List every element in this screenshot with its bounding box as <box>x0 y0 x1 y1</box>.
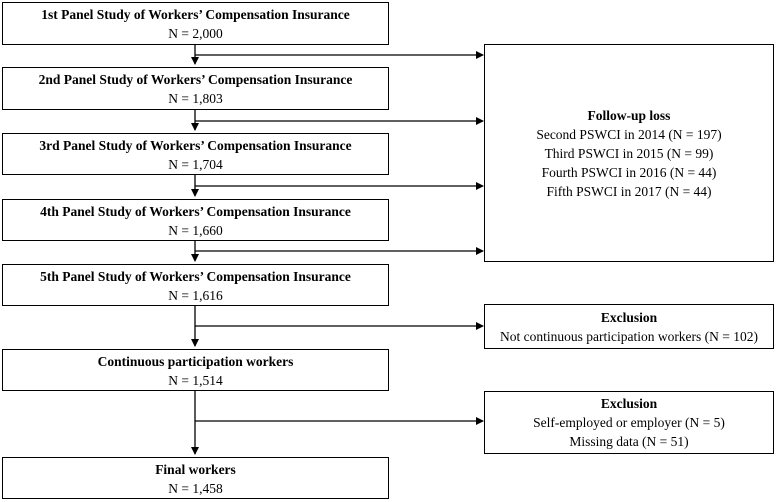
exclusion-box-2: Exclusion Self-employed or employer (N =… <box>484 391 774 454</box>
panel-box-4-title: 4th Panel Study of Workers’ Compensation… <box>40 204 351 219</box>
panel-box-1: 1st Panel Study of Workers’ Compensation… <box>2 2 389 45</box>
panel-box-2-n: N = 1,803 <box>168 91 223 106</box>
followup-line-4: Fifth PSWCI in 2017 (N = 44) <box>546 183 712 199</box>
followup-line-3: Fourth PSWCI in 2016 (N = 44) <box>541 164 717 180</box>
final-workers-box: Final workers N = 1,458 <box>2 457 389 499</box>
continuous-workers-box: Continuous participation workers N = 1,5… <box>2 349 389 391</box>
panel-box-2: 2nd Panel Study of Workers’ Compensation… <box>2 67 389 110</box>
exclusion-1-line-1: Not continuous participation workers (N … <box>499 328 759 344</box>
panel-box-1-title: 1st Panel Study of Workers’ Compensation… <box>41 7 350 22</box>
panel-box-2-title: 2nd Panel Study of Workers’ Compensation… <box>38 72 353 87</box>
followup-loss-box: Follow-up loss Second PSWCI in 2014 (N =… <box>484 44 774 262</box>
panel-box-5-title: 5th Panel Study of Workers’ Compensation… <box>40 269 351 284</box>
panel-box-3-title: 3rd Panel Study of Workers’ Compensation… <box>39 138 352 153</box>
exclusion-1-title: Exclusion <box>600 309 658 325</box>
continuous-workers-n: N = 1,514 <box>168 373 223 388</box>
exclusion-2-line-2: Missing data (N = 51) <box>569 434 689 449</box>
exclusion-2-title: Exclusion <box>600 396 658 411</box>
continuous-workers-title: Continuous participation workers <box>97 354 294 369</box>
panel-box-5: 5th Panel Study of Workers’ Compensation… <box>2 264 389 306</box>
panel-box-3: 3rd Panel Study of Workers’ Compensation… <box>2 133 389 175</box>
final-workers-title: Final workers <box>155 462 236 477</box>
panel-box-5-n: N = 1,616 <box>168 288 223 303</box>
followup-line-2: Third PSWCI in 2015 (N = 99) <box>544 145 714 161</box>
panel-box-4: 4th Panel Study of Workers’ Compensation… <box>2 199 389 241</box>
followup-loss-title: Follow-up loss <box>587 107 671 123</box>
panel-box-3-n: N = 1,704 <box>168 157 223 172</box>
followup-line-1: Second PSWCI in 2014 (N = 197) <box>536 126 722 142</box>
final-workers-n: N = 1,458 <box>168 481 223 496</box>
exclusion-2-line-1: Self-employed or employer (N = 5) <box>533 415 725 430</box>
panel-box-4-n: N = 1,660 <box>168 223 223 238</box>
exclusion-box-1: Exclusion Not continuous participation w… <box>484 304 774 349</box>
panel-box-1-n: N = 2,000 <box>168 26 223 41</box>
